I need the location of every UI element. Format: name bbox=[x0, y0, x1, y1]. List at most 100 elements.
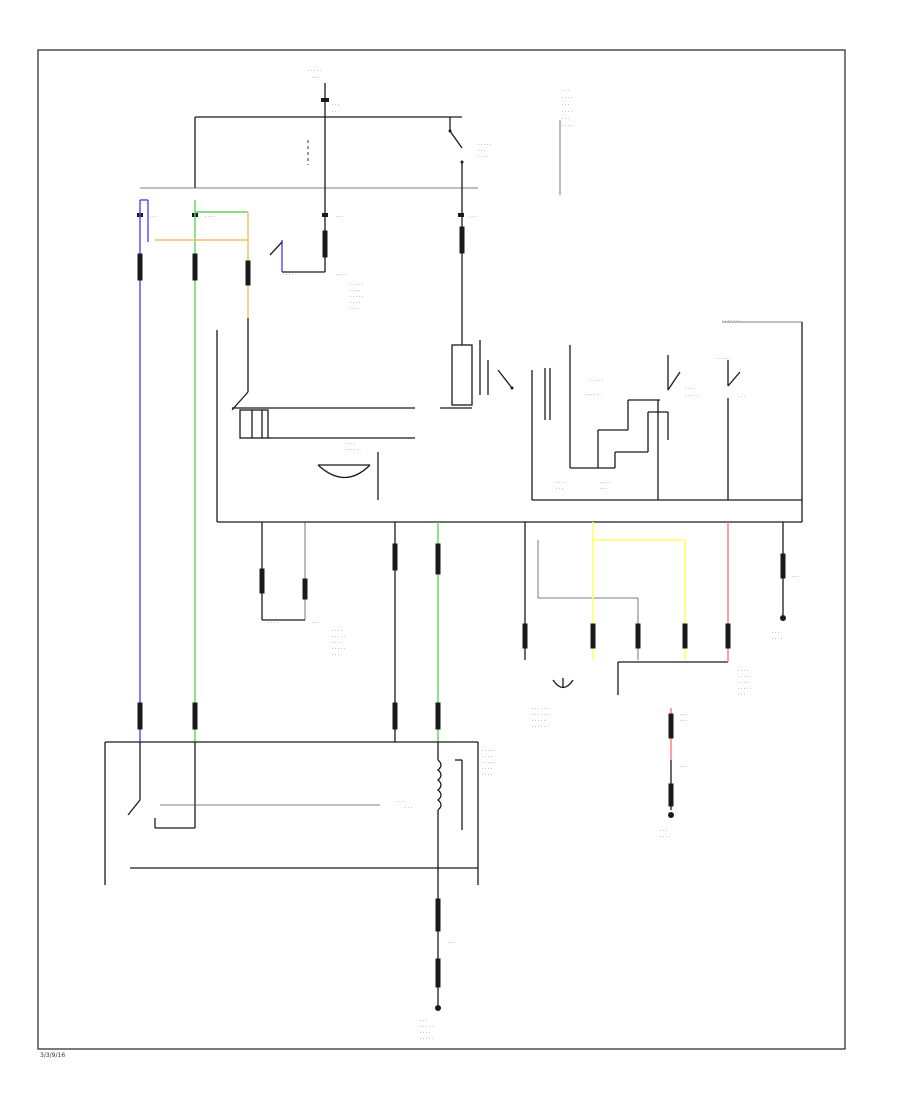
right-internal-block: · · · · · · · · · · · · · · · · · · · · … bbox=[532, 345, 802, 501]
svg-text:· · · ·: · · · · bbox=[482, 767, 492, 772]
svg-text:· · ·: · · · bbox=[562, 89, 569, 94]
svg-text:· · · ·: · · · · bbox=[660, 835, 670, 840]
svg-text:· · ·: · · · bbox=[150, 215, 157, 220]
svg-text:· · · ·: · · · · bbox=[350, 289, 360, 294]
svg-text:· · · · · ·: · · · · · · bbox=[345, 448, 361, 453]
svg-text:· · ·: · · · bbox=[312, 76, 319, 81]
right-lower-branches: · · · · · · · bbox=[522, 522, 728, 695]
svg-text:· · · ·: · · · · bbox=[283, 273, 293, 278]
svg-text:· · · ·: · · · · bbox=[630, 661, 640, 666]
svg-text:· · · ·: · · · · bbox=[395, 800, 405, 805]
svg-text:· · · · ·: · · · · · bbox=[738, 675, 751, 680]
wire-orange bbox=[155, 212, 251, 318]
svg-text:· · · · · ·: · · · · · · bbox=[532, 725, 548, 730]
svg-text:· · ·: · · · bbox=[405, 806, 412, 811]
svg-text:· · · · ·: · · · · · bbox=[420, 1037, 433, 1042]
svg-text:· · · ·: · · · · bbox=[478, 155, 488, 160]
svg-text:· · · ·: · · · · bbox=[738, 669, 748, 674]
svg-text:· · ·: · · · bbox=[772, 631, 779, 636]
svg-text:· · ·: · · · bbox=[336, 215, 343, 220]
small-switch-left: · · · · bbox=[269, 240, 325, 278]
svg-text:· · · · · · ·: · · · · · · · bbox=[722, 319, 741, 324]
wire-green-lower bbox=[435, 522, 441, 742]
bottom-ground: · · · · · · · · · · · · · · · · · · · · bbox=[420, 868, 455, 1042]
svg-text:· · · · ·: · · · · · bbox=[420, 1025, 433, 1030]
svg-text:· · · ·: · · · · bbox=[205, 215, 215, 220]
svg-text:· · · ·: · · · · bbox=[350, 301, 360, 306]
svg-text:· · ·: · · · bbox=[332, 103, 339, 108]
top-connectors: · · · · · · · · · · · · · bbox=[137, 213, 477, 220]
page-reference: 3/3/9/16 bbox=[40, 1052, 65, 1059]
module-output-wires: · · · · · · · · · · · · · · · · · · · · … bbox=[259, 522, 345, 658]
svg-text:· · ·: · · · bbox=[350, 307, 357, 312]
svg-text:· · ·: · · · bbox=[420, 1019, 427, 1024]
svg-text:· · · · · ·: · · · · · · bbox=[532, 707, 548, 712]
svg-text:· · · · ·: · · · · · bbox=[350, 283, 363, 288]
svg-text:· · · ·: · · · · bbox=[685, 387, 695, 392]
svg-text:· · · ·: · · · · bbox=[600, 481, 610, 486]
svg-text:· · · ·: · · · · bbox=[336, 273, 346, 278]
svg-text:· · · · ·: · · · · · bbox=[332, 647, 345, 652]
svg-text:· · · ·: · · · · bbox=[562, 96, 572, 101]
control-module: · · · · · · · bbox=[216, 319, 803, 523]
page-frame bbox=[37, 49, 846, 1050]
svg-text:· · · · ·: · · · · · bbox=[738, 687, 751, 692]
power-source: · · · · · · · · · · · · · bbox=[308, 69, 339, 115]
svg-text:· · · ·: · · · · bbox=[345, 442, 355, 447]
svg-text:· · ·: · · · bbox=[738, 395, 745, 400]
svg-text:· · ·: · · · bbox=[448, 941, 455, 946]
svg-text:· · · · ·: · · · · · bbox=[308, 69, 321, 74]
svg-text:· · ·: · · · bbox=[562, 103, 569, 108]
svg-text:· · ·: · · · bbox=[562, 117, 569, 122]
svg-text:· · ·: · · · bbox=[792, 575, 799, 580]
svg-text:· · · · · ·: · · · · · · bbox=[715, 357, 731, 362]
svg-text:· · ·: · · · bbox=[660, 829, 667, 834]
svg-text:· · · · ·: · · · · · bbox=[350, 295, 363, 300]
svg-text:· · · · ·: · · · · · bbox=[590, 379, 603, 384]
svg-text:· · · ·: · · · · bbox=[482, 773, 492, 778]
svg-text:· · ·: · · · bbox=[478, 149, 485, 154]
svg-text:· · · · · ·: · · · · · · bbox=[585, 393, 601, 398]
wire-blue bbox=[137, 199, 149, 742]
svg-text:· · · ·: · · · · bbox=[268, 621, 278, 626]
svg-text:· · ·: · · · bbox=[556, 487, 563, 492]
svg-text:· · ·: · · · bbox=[738, 693, 745, 698]
sensor-symbol: · · · · · · · · · · · · · · · · · · · · … bbox=[532, 678, 574, 730]
svg-text:· · · ·: · · · · bbox=[738, 681, 748, 686]
svg-text:· · ·: · · · bbox=[332, 653, 339, 658]
ground-lower-right: · · · · · · · · · · · · · · · · bbox=[660, 708, 687, 840]
relay-center bbox=[440, 325, 551, 500]
svg-text:· · · ·: · · · · bbox=[562, 110, 572, 115]
wire-green bbox=[192, 200, 248, 742]
svg-text:· · · · ·: · · · · · bbox=[478, 143, 491, 148]
svg-text:· · ·: · · · bbox=[680, 713, 687, 718]
ground-right: · · · · · · · · · · bbox=[772, 522, 799, 642]
svg-text:· · · · ·: · · · · · bbox=[332, 635, 345, 640]
lower-switch-box: · · · · · · · · · · · · · · · · · · · · … bbox=[104, 741, 495, 885]
relay-left: · · · · · · · · · · bbox=[231, 318, 415, 500]
svg-text:· · · ·: · · · · bbox=[482, 755, 492, 760]
svg-text:· · ·: · · · bbox=[680, 765, 687, 770]
svg-text:· · · ·: · · · · bbox=[420, 1031, 430, 1036]
svg-text:· · · · ·: · · · · · bbox=[532, 719, 545, 724]
right-top-wire bbox=[459, 188, 465, 325]
svg-text:· · · · ·: · · · · · bbox=[482, 761, 495, 766]
center-wire: · · · · · · · · · · · · · · · · · · · · … bbox=[322, 188, 363, 312]
svg-text:· · ·: · · · bbox=[680, 719, 687, 724]
svg-text:· · · ·: · · · · bbox=[332, 641, 342, 646]
svg-text:· · · ·: · · · · bbox=[556, 481, 566, 486]
svg-text:· · · · · · ·: · · · · · · · bbox=[532, 713, 551, 718]
svg-text:· · ·: · · · bbox=[600, 487, 607, 492]
wire-red: · · · · · · · · · · · · · · · · · · · · … bbox=[725, 522, 751, 698]
svg-text:· · · · ·: · · · · · bbox=[685, 394, 698, 399]
top-right-note: · · · · · · · · · · · · · · · · · · · · … bbox=[559, 89, 572, 195]
top-bus bbox=[194, 102, 462, 188]
svg-text:· · ·: · · · bbox=[470, 215, 477, 220]
svg-text:· · · ·: · · · · bbox=[772, 637, 782, 642]
svg-text:· ·: · · bbox=[332, 110, 336, 115]
top-switch: · · · · · · · · · · · · bbox=[448, 117, 491, 188]
svg-text:· · ·: · · · bbox=[700, 661, 707, 666]
svg-text:· · · ·: · · · · bbox=[332, 629, 342, 634]
svg-text:· · · · ·: · · · · · bbox=[482, 749, 495, 754]
